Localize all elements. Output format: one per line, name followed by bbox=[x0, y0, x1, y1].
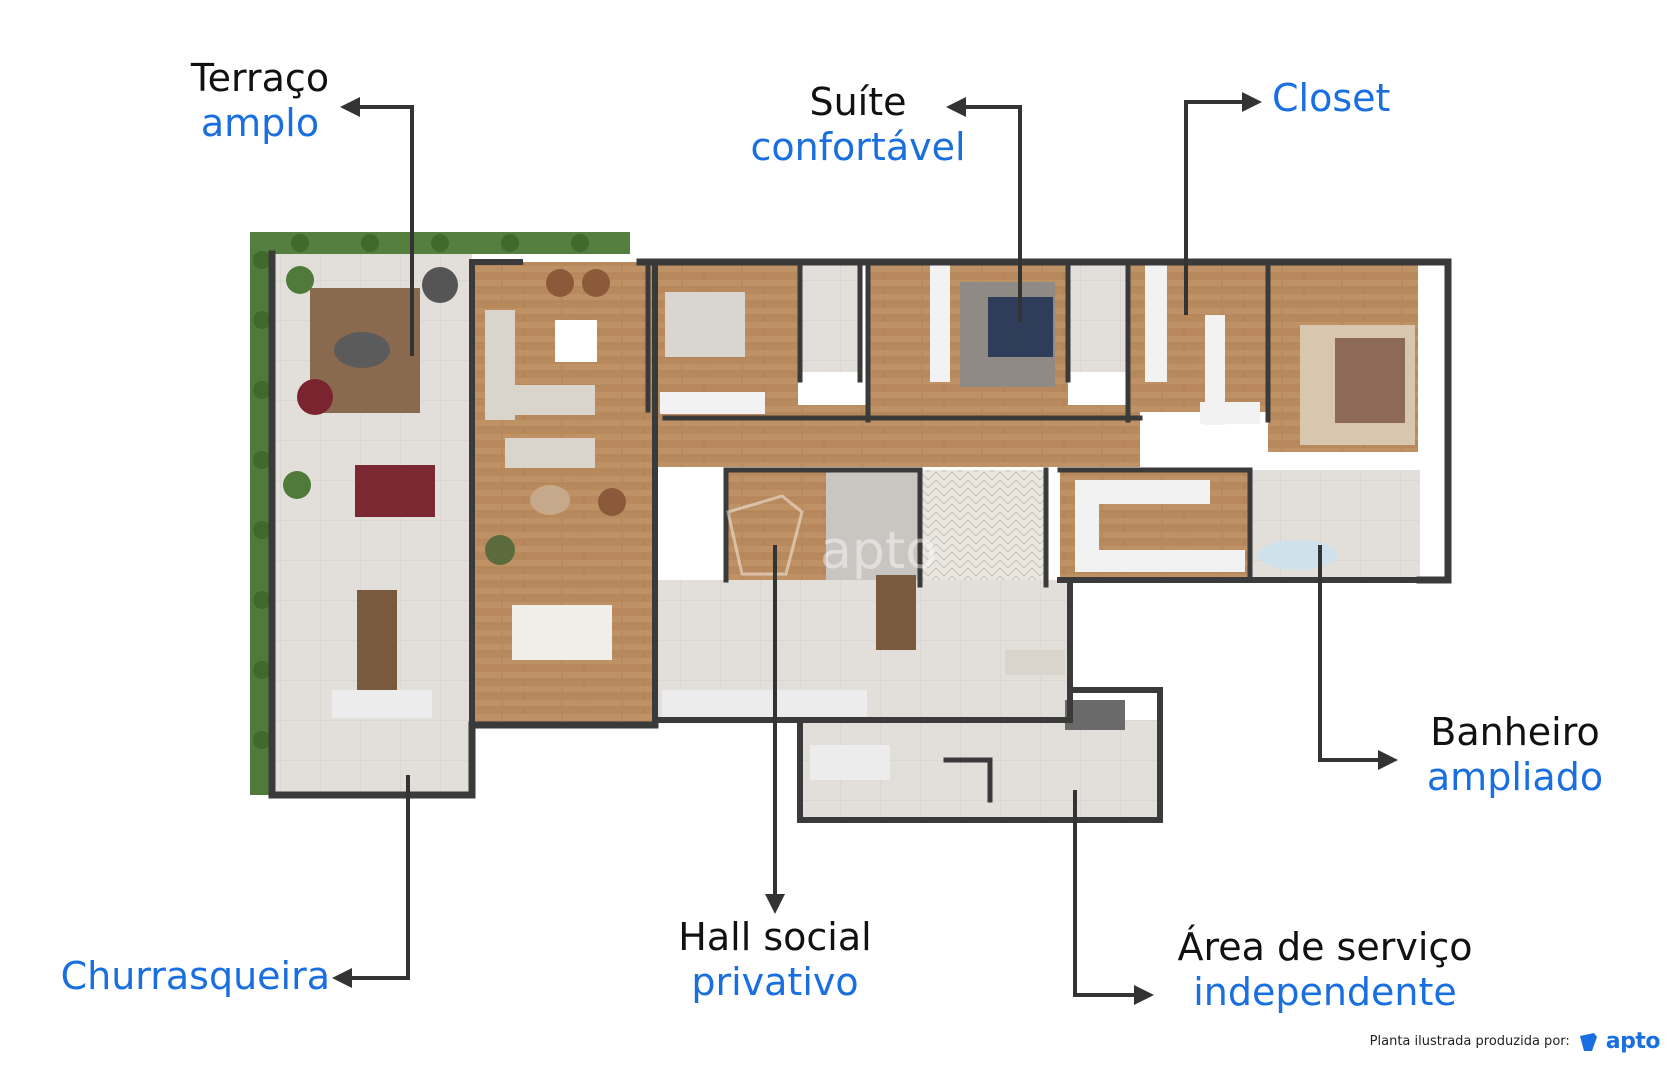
suite-bath-floor bbox=[1068, 262, 1128, 372]
callout-servico-subtitle: independente bbox=[1193, 969, 1457, 1014]
office-floor bbox=[921, 470, 1046, 580]
callout-banheiro-subtitle: ampliado bbox=[1426, 754, 1604, 799]
leader-terraco bbox=[340, 97, 414, 356]
callout-suite: Suíte confortável bbox=[738, 80, 978, 170]
callout-servico-title: Área de serviço bbox=[1177, 925, 1473, 969]
callout-hall-subtitle: privativo bbox=[691, 959, 859, 1004]
leader-banheiro bbox=[1318, 545, 1398, 770]
living-furniture bbox=[485, 269, 626, 660]
watermark-text: apto bbox=[820, 521, 937, 581]
callout-terraco: Terraço amplo bbox=[170, 56, 350, 146]
callout-suite-title: Suíte bbox=[809, 80, 907, 124]
callout-banheiro-title: Banheiro bbox=[1430, 710, 1600, 754]
callout-hall: Hall social privativo bbox=[630, 915, 920, 1005]
leader-servico bbox=[1073, 790, 1154, 1005]
floor-plan: apto bbox=[250, 232, 1452, 823]
elevator-hall bbox=[826, 470, 921, 580]
bedroom-furniture bbox=[660, 262, 1405, 425]
apto-logo-icon bbox=[1579, 1032, 1597, 1051]
leader-closet bbox=[1184, 92, 1262, 315]
callout-terraco-title: Terraço bbox=[190, 56, 330, 100]
callout-churrasqueira: Churrasqueira bbox=[60, 954, 330, 999]
callout-suite-subtitle: confortável bbox=[750, 124, 966, 169]
hedge-plants bbox=[250, 232, 630, 795]
bathroom-1-floor bbox=[800, 262, 860, 372]
walls bbox=[268, 250, 1452, 823]
credit-brand: apto bbox=[1605, 1029, 1661, 1054]
callout-hall-title: Hall social bbox=[678, 915, 872, 959]
credit-text: Planta ilustrada produzida por: bbox=[1369, 1034, 1570, 1049]
leader-churrasqueira bbox=[332, 775, 410, 988]
callout-closet: Closet bbox=[1272, 76, 1422, 121]
callout-banheiro: Banheiro ampliado bbox=[1400, 710, 1630, 800]
callout-churrasqueira-title: Churrasqueira bbox=[60, 954, 330, 998]
leader-suite bbox=[946, 97, 1022, 322]
apto-watermark: apto bbox=[726, 494, 937, 581]
corridor-floor bbox=[640, 405, 1140, 467]
credit-footer: Planta ilustrada produzida por: apto bbox=[1369, 1029, 1661, 1054]
callout-closet-title: Closet bbox=[1272, 76, 1391, 120]
callout-servico: Área de serviço independente bbox=[1160, 925, 1490, 1015]
callout-terraco-subtitle: amplo bbox=[200, 100, 320, 145]
terrace-furniture bbox=[283, 266, 458, 718]
leader-lines bbox=[332, 92, 1398, 1005]
